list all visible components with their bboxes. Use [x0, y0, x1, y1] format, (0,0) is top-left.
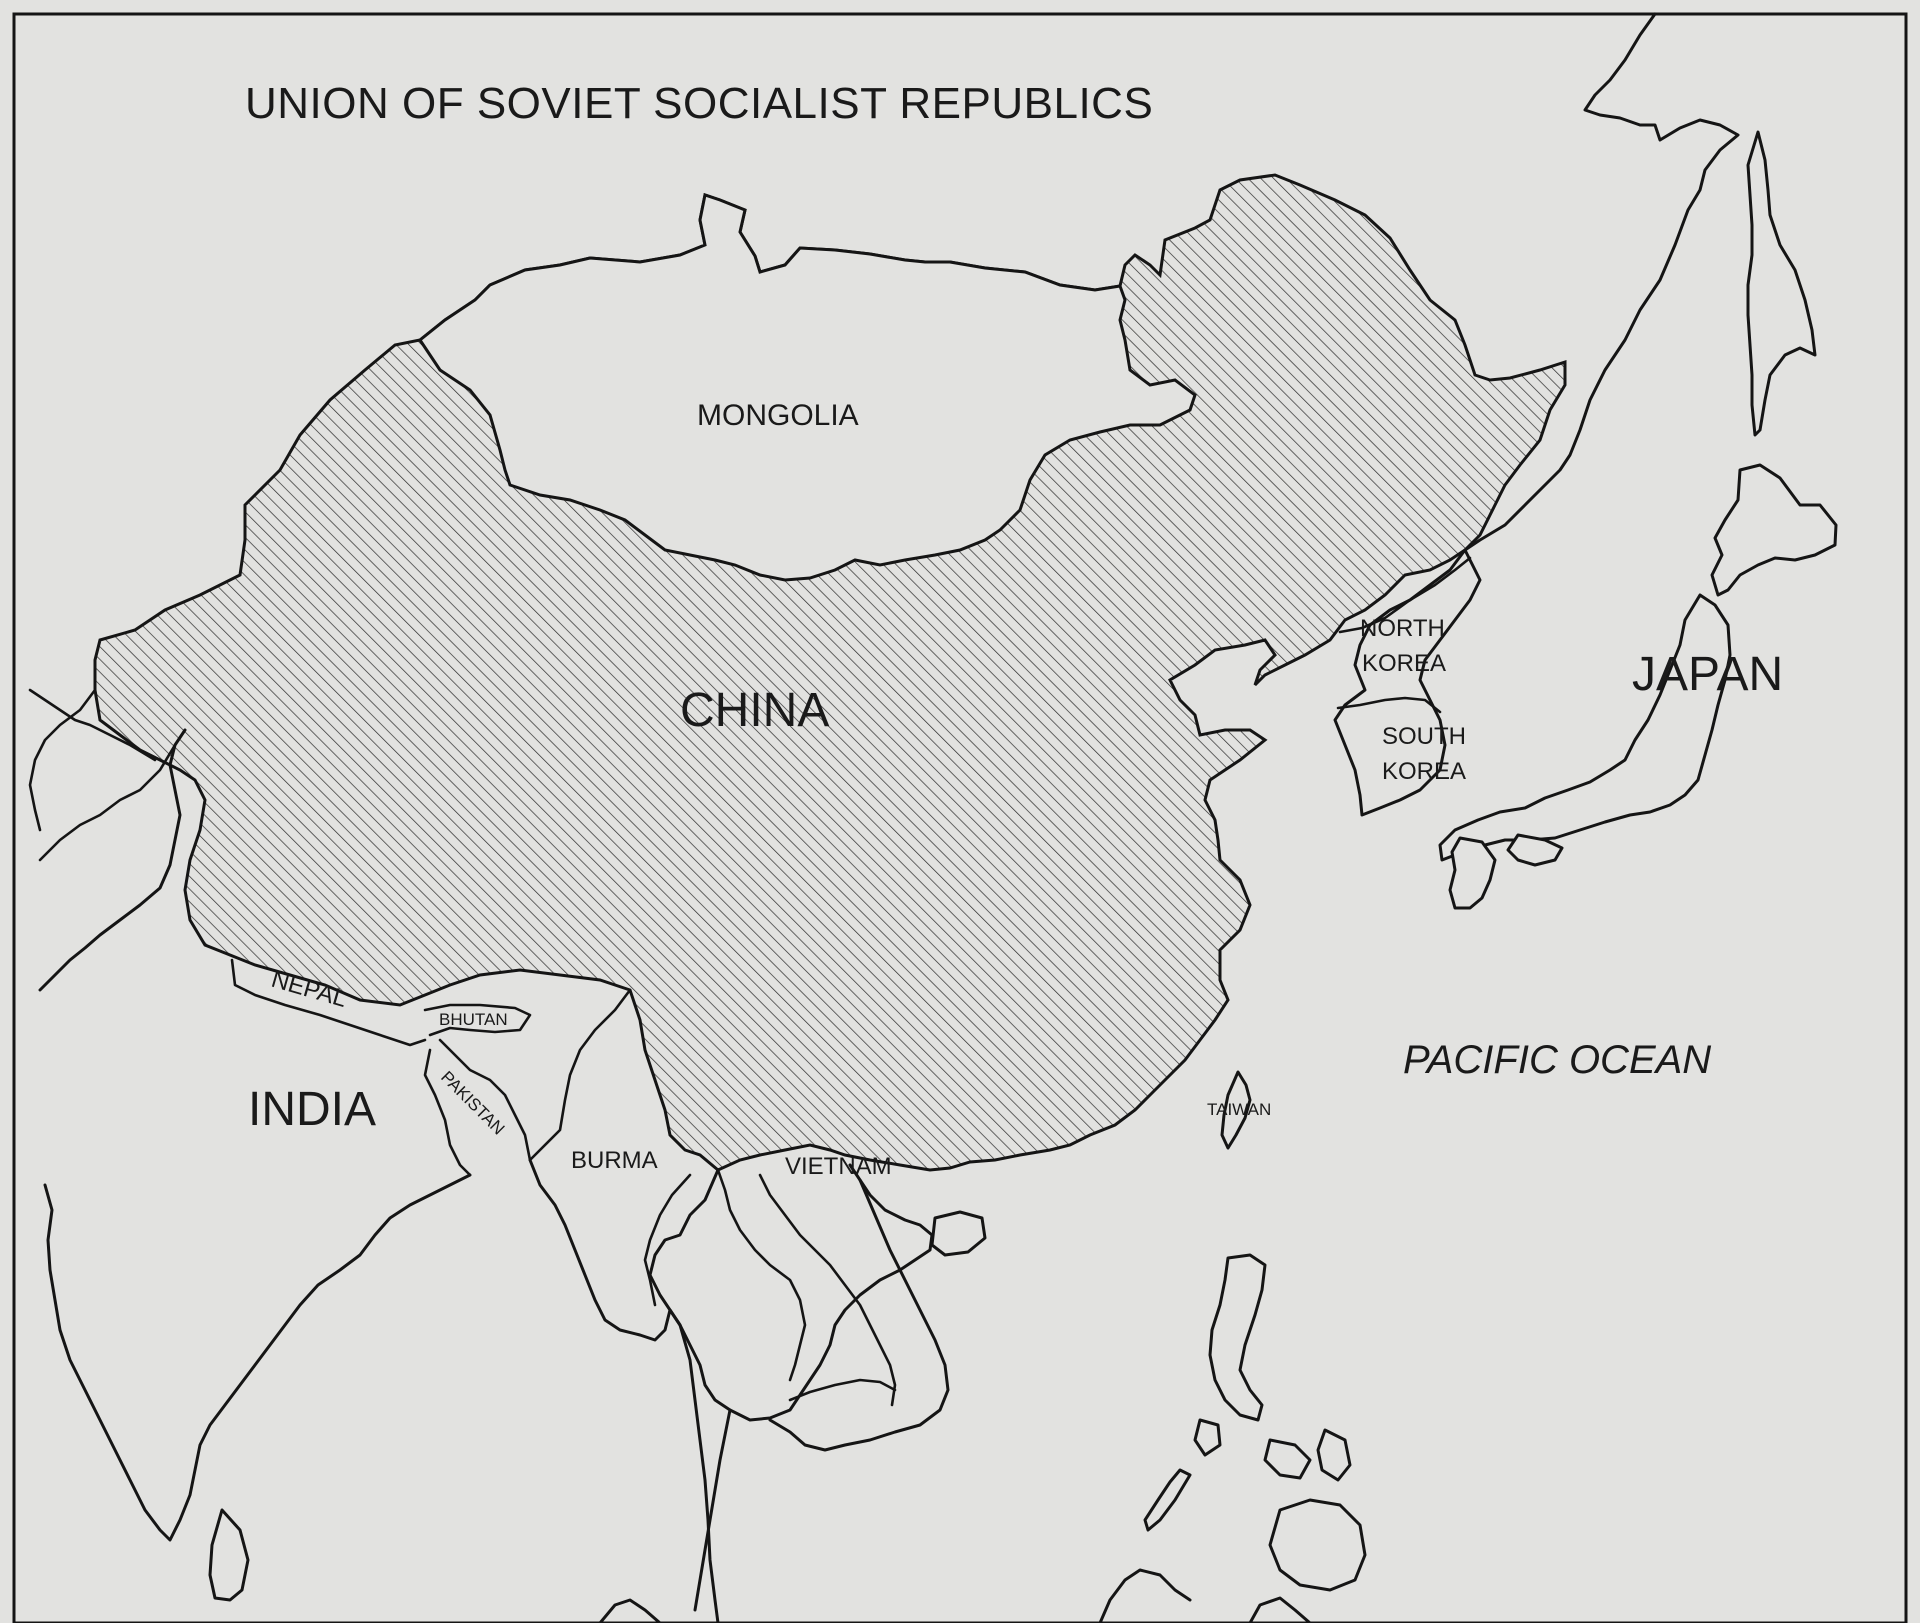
india-nepal-border: [230, 958, 427, 1047]
north-korea-label: NORTH: [1360, 615, 1445, 642]
map-border: [12, 12, 1908, 1623]
north-korea-label-2: KOREA: [1362, 650, 1446, 677]
korea-border-north: [1338, 556, 1472, 634]
cambodia-border: [788, 1378, 897, 1402]
indochina-coast: [648, 1163, 934, 1422]
visayas-islands: [1263, 1438, 1312, 1480]
thailand-laos-border: [716, 1168, 807, 1382]
kyushu-island: [1448, 836, 1497, 910]
laos-border: [758, 1173, 897, 1407]
korea-dmz: [1336, 696, 1442, 714]
sakhalin-island: [1746, 130, 1817, 437]
india-label: INDIA: [248, 1083, 376, 1136]
china-label: CHINA: [680, 684, 829, 737]
korea-peninsula: [1333, 548, 1482, 817]
gulf-of-thailand-coast: [693, 1408, 732, 1612]
palawan-island: [1143, 1468, 1192, 1532]
vietnam-coast: [768, 1178, 950, 1452]
india-pakistan-border: [38, 743, 177, 862]
ussr-label: UNION OF SOVIET SOCIALIST REPUBLICS: [245, 79, 1153, 128]
hainan-island: [930, 1210, 987, 1257]
burma-coast: [528, 1158, 682, 1342]
malay-peninsula-coast: [678, 1323, 720, 1623]
south-korea-label-2: KOREA: [1382, 758, 1466, 785]
bhutan-label: BHUTAN: [439, 1010, 508, 1029]
mindoro-island: [1193, 1418, 1222, 1457]
india-north-border: [28, 688, 157, 762]
south-korea-label: SOUTH: [1382, 723, 1466, 750]
borneo-coast: [1098, 1568, 1192, 1623]
india-coast-east: [43, 1173, 472, 1542]
mongolia-region: [417, 193, 1197, 582]
bangladesh-border: [438, 1038, 532, 1162]
india-coast-west: [38, 728, 187, 992]
pacific-ocean-label: PACIFIC OCEAN: [1403, 1038, 1711, 1082]
mongolia-label: MONGOLIA: [697, 399, 859, 432]
burma-border: [528, 988, 632, 1162]
hokkaido-island: [1710, 463, 1838, 597]
vietnam-label: VIETNAM: [785, 1153, 892, 1180]
kashmir-border: [28, 688, 97, 832]
japan-label: JAPAN: [1632, 648, 1783, 701]
luzon-island: [1208, 1253, 1267, 1422]
shikoku-island: [1506, 833, 1564, 867]
burma-thai-border: [643, 1173, 692, 1307]
ussr-east-coast: [1463, 12, 1740, 552]
burma-label: BURMA: [571, 1147, 658, 1174]
sri-lanka-island: [208, 1508, 250, 1602]
honshu-island: [1438, 593, 1732, 862]
taiwan-island: [1220, 1070, 1252, 1150]
sulawesi-coast: [1248, 1596, 1312, 1623]
taiwan-label: TAIWAN: [1207, 1100, 1271, 1119]
bhutan-border: [423, 1003, 532, 1037]
samar-island: [1316, 1428, 1352, 1482]
mindanao-island: [1268, 1498, 1367, 1592]
bangladesh-west-border: [423, 1048, 472, 1177]
sumatra-coast: [598, 1598, 662, 1623]
